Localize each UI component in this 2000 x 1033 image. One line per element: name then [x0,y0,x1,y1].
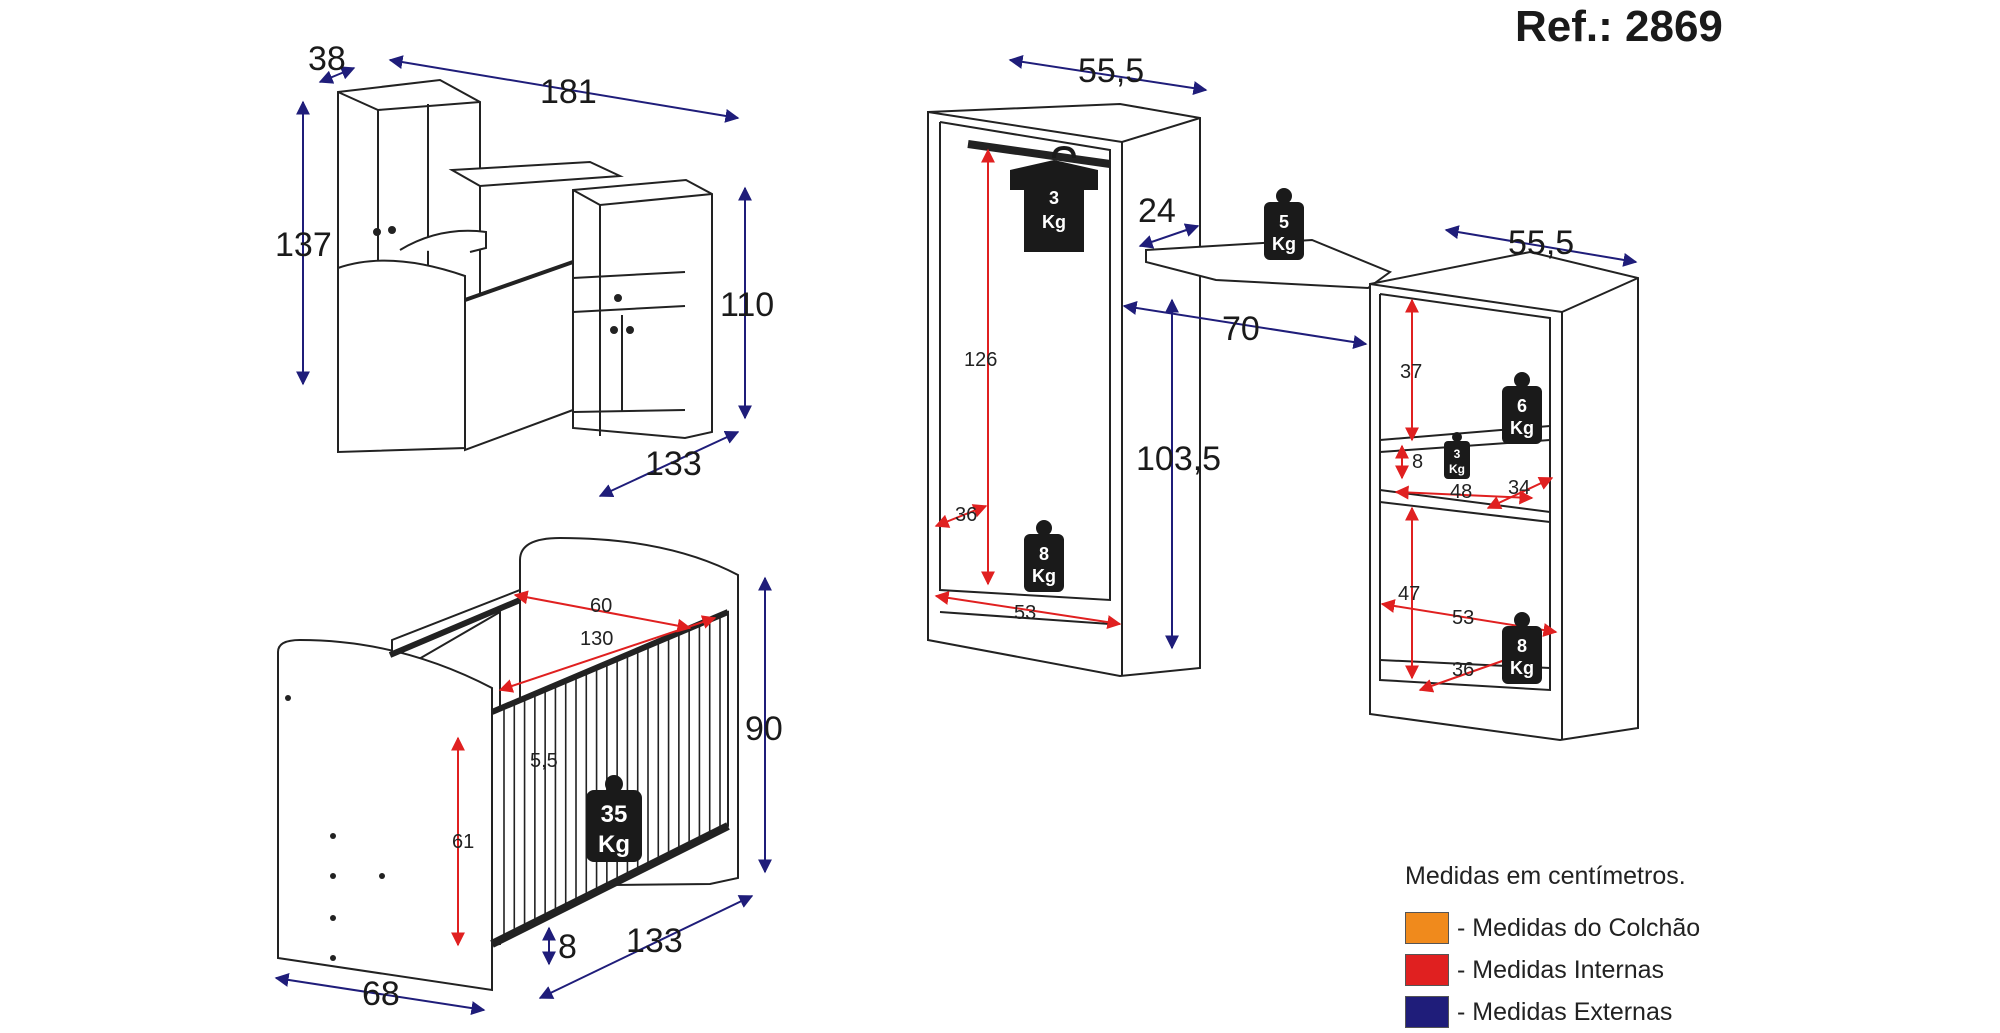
overview-cabinet-height-label: 110 [720,286,774,324]
dresser-drawer-depth-label: 34 [1508,477,1530,499]
reference-code: Ref.: 2869 [1515,2,1723,51]
shelf-weight-value: 5 [1279,212,1289,232]
crib-slat-gap-label: 5,5 [530,750,558,772]
crib-inner-length-label: 130 [580,628,613,650]
shelf-weight-icon: 5 Kg [1264,188,1304,260]
dresser-drawer-weight-value: 3 [1454,447,1461,461]
overview-length-label: 133 [645,445,702,483]
dresser-shelf-weight-unit: Kg [1510,418,1534,438]
dresser-drawer-height-label: 8 [1412,451,1423,473]
crib-weight-value: 35 [601,801,628,828]
wardrobe-hanger-weight-value: 3 [1049,188,1059,208]
crib-inner-width-label: 60 [590,595,612,617]
legend-label-internas: - Medidas Internas [1457,955,1665,984]
dresser-inner-width-label: 53 [1452,607,1474,629]
crib-base-height-label: 8 [558,928,577,966]
dresser-drawer-weight-icon: 3 Kg [1444,432,1470,479]
shelf-depth-label: 24 [1138,192,1176,230]
dresser-shelf-weight-value: 6 [1517,396,1527,416]
crib-dims: 60 130 5,5 61 90 8 133 68 [274,576,783,1016]
dresser-shelf-weight-icon: 6 Kg [1502,372,1542,444]
wardrobe-width-label: 55,5 [1078,52,1144,90]
wardrobe-hanger-weight-icon: 3 Kg [1010,145,1098,252]
crib-width-label: 68 [362,975,400,1013]
shelf-height-label: 103,5 [1136,440,1221,478]
overview-width-label: 181 [540,73,597,111]
dresser-bottom-height-label: 47 [1398,583,1420,605]
legend-swatch-colchao [1405,912,1449,944]
legend-label-colchao: - Medidas do Colchão [1457,913,1701,942]
overview-depth-label: 38 [308,40,346,78]
crib-weight-unit: Kg [598,831,630,858]
wardrobe-inner-height-label: 126 [964,349,997,371]
legend-swatch-externas [1405,996,1449,1028]
dresser-bottom-weight-value: 8 [1517,636,1527,656]
shelf-length-label: 70 [1222,310,1260,348]
wardrobe-floor-weight-unit: Kg [1032,566,1056,586]
overview-drawing [337,78,713,454]
wardrobe-hanger-weight-unit: Kg [1042,212,1066,232]
overview-dims: 38 181 137 110 133 [275,40,774,498]
overview-height-label: 137 [275,226,332,264]
crib-inner-height-label: 61 [452,831,474,853]
crib-length-label: 133 [626,922,683,960]
shelf-dims: 24 70 103,5 [1122,192,1368,650]
dresser-drawer-width-label: 48 [1450,481,1472,503]
wardrobe-inner-depth-label: 36 [955,504,977,526]
dresser-top-niche-label: 37 [1400,361,1422,383]
legend-swatch-internas [1405,954,1449,986]
legend-item-externas: - Medidas Externas [1405,991,1700,1033]
legend-item-colchao: - Medidas do Colchão [1405,907,1700,949]
dresser-width-label: 55,5 [1508,224,1574,262]
dresser-bottom-weight-unit: Kg [1510,658,1534,678]
wardrobe-inner-width-label: 53 [1014,602,1036,624]
dresser-dims: 55,5 37 8 48 34 47 53 36 [1380,224,1638,693]
shelf-drawing [1145,238,1393,290]
crib-screw-holes [285,695,385,961]
legend-title: Medidas em centímetros. [1405,862,1686,890]
dresser-bottom-weight-icon: 8 Kg [1502,612,1542,684]
wardrobe-floor-weight-icon: 8 Kg [1024,520,1064,592]
shelf-weight-unit: Kg [1272,234,1296,254]
legend: Medidas em centímetros. - Medidas do Col… [1405,862,1700,1033]
dresser-drawer-weight-unit: Kg [1449,462,1465,476]
crib-weight-icon: 35 Kg [586,775,642,862]
legend-label-externas: - Medidas Externas [1457,997,1673,1026]
wardrobe-floor-weight-value: 8 [1039,544,1049,564]
wardrobe-dims: 55,5 126 36 53 [934,52,1208,630]
dresser-inner-depth-label: 36 [1452,659,1474,681]
crib-height-label: 90 [745,710,783,748]
legend-item-internas: - Medidas Internas [1405,949,1700,991]
